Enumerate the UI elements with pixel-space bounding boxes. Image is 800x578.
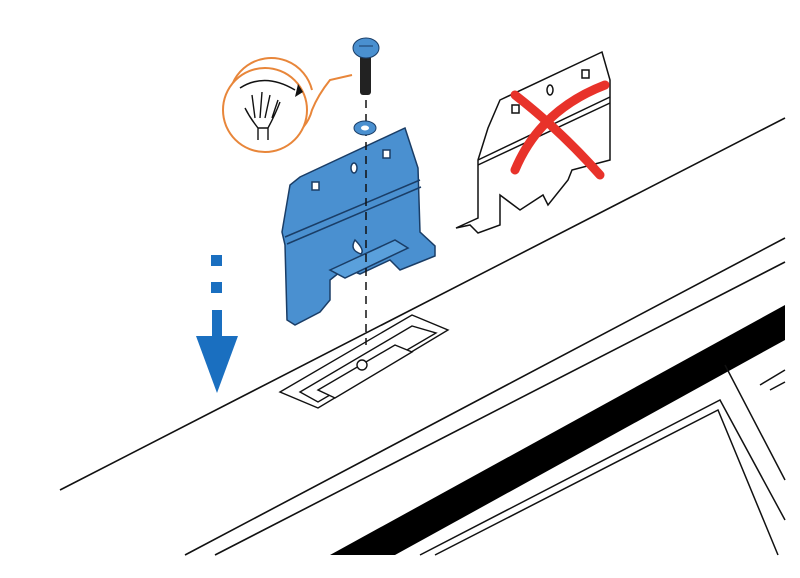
mounting-slot [278, 314, 450, 409]
black-band [330, 305, 785, 555]
hand-rotate-icon [222, 57, 353, 153]
washer-icon [353, 120, 377, 136]
blue-bracket [281, 126, 436, 326]
cross-mark-icon [510, 80, 610, 180]
beam [59, 117, 786, 556]
screw-icon [352, 37, 380, 95]
down-arrow-icon [196, 255, 238, 393]
window-frame [419, 364, 786, 556]
